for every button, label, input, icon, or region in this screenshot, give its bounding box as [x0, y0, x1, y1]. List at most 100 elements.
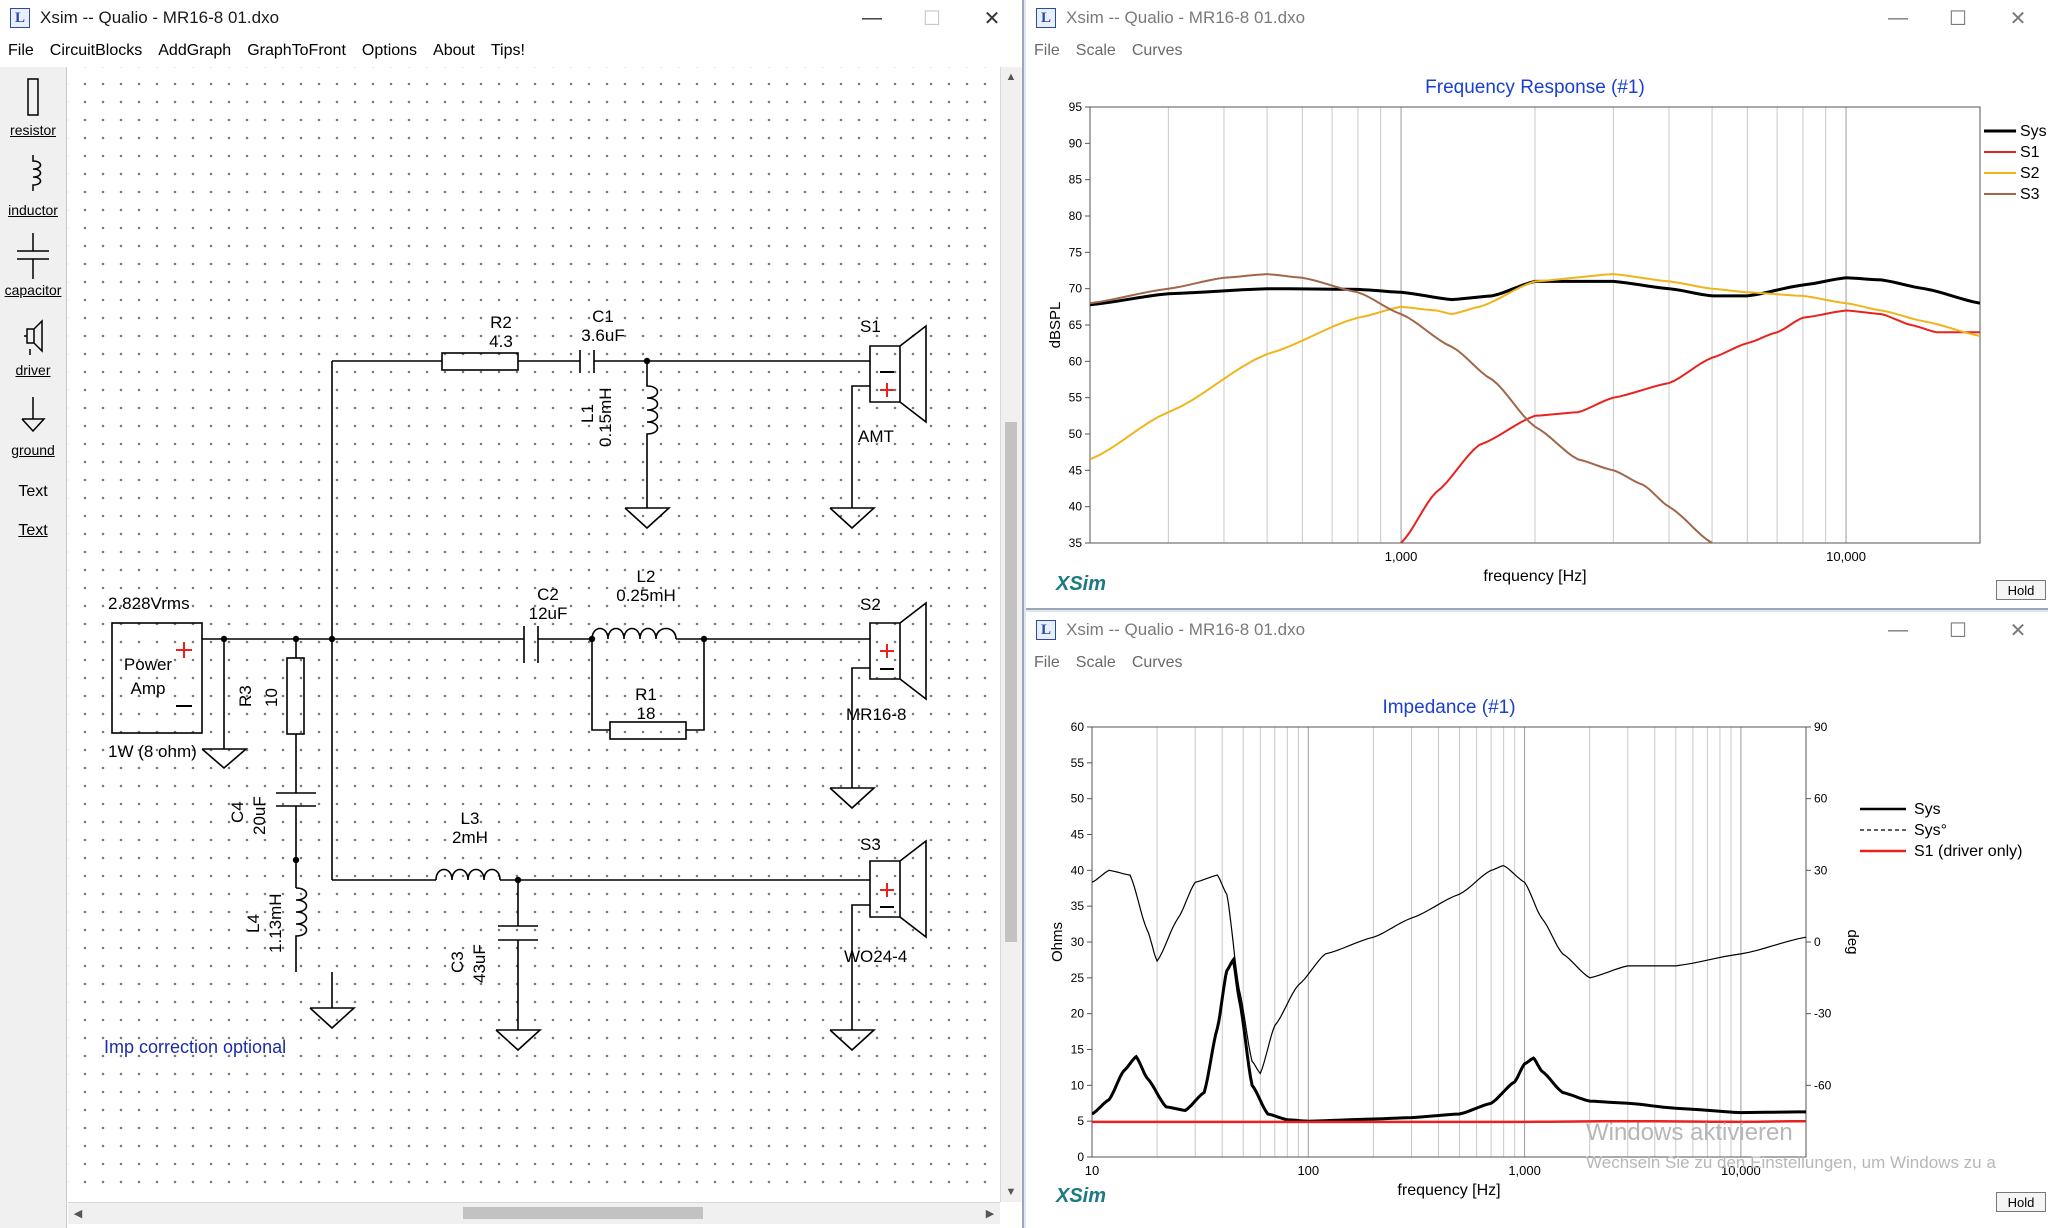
tool-resistor[interactable]: resistor — [0, 75, 66, 138]
component-toolbar: resistor inductor capacitor driver groun… — [0, 67, 67, 1228]
y-tick-label: 5 — [1077, 1114, 1084, 1128]
capacitor-icon — [17, 233, 49, 279]
tool-text-link[interactable]: Text — [18, 522, 48, 539]
maximize-icon[interactable]: ☐ — [1949, 619, 1967, 642]
menu-graphtofront[interactable]: GraphToFront — [247, 42, 346, 59]
minimize-icon[interactable]: — — [862, 6, 882, 29]
vertical-scrollbar[interactable]: ▲ ▼ — [1000, 67, 1022, 1202]
resistor-r1 — [609, 721, 687, 740]
schematic-window: L Xsim -- Qualio - MR16-8 01.dxo — ☐ ✕ F… — [0, 0, 1024, 1228]
tool-driver[interactable]: driver — [0, 315, 66, 378]
menu-file[interactable]: File — [1034, 42, 1060, 59]
menu-scale[interactable]: Scale — [1075, 654, 1116, 671]
menu-curves[interactable]: Curves — [1131, 42, 1183, 59]
menu-file[interactable]: File — [8, 42, 34, 59]
inductor-l2 — [591, 627, 677, 640]
vertical-scroll-thumb[interactable] — [1005, 422, 1017, 942]
y-tick-label: 40 — [1069, 500, 1083, 514]
minimize-icon[interactable]: — — [1888, 618, 1908, 641]
horizontal-scrollbar[interactable]: ◀ ▶ — [68, 1202, 1000, 1224]
x-tick-label: 1,000 — [1385, 549, 1418, 564]
plot-frame — [1089, 106, 1981, 544]
series-line-sys-phase — [1092, 864, 1806, 1075]
menu-about[interactable]: About — [433, 42, 475, 59]
y-tick-label: 65 — [1069, 318, 1083, 332]
menu-curves[interactable]: Curves — [1131, 654, 1183, 671]
scroll-left-icon[interactable]: ◀ — [73, 1207, 83, 1220]
scroll-right-icon[interactable]: ▶ — [985, 1207, 995, 1220]
x-tick-label: 10 — [1085, 1163, 1099, 1178]
menu-file[interactable]: File — [1034, 654, 1060, 671]
menu-circuitblocks[interactable]: CircuitBlocks — [49, 42, 143, 59]
close-icon[interactable]: ✕ — [2009, 7, 2027, 30]
window-title: Xsim -- Qualio - MR16-8 01.dxo — [40, 8, 280, 27]
hold-button[interactable]: Hold — [1996, 1192, 2046, 1212]
resistor-r2 — [441, 352, 519, 371]
ground-s3 — [829, 1029, 877, 1052]
legend-label: Sys — [2020, 123, 2047, 140]
y-tick-label: 60 — [1069, 354, 1083, 368]
inductor-l3 — [435, 868, 501, 881]
ground-icon — [21, 397, 46, 433]
x-tick-label: 10,000 — [1721, 1163, 1761, 1178]
minimize-icon[interactable]: — — [1888, 6, 1908, 29]
amp-spec: 1W (8 ohm) — [108, 742, 197, 761]
app-icon: L — [10, 8, 30, 28]
menu-bar: File CircuitBlocks AddGraph GraphToFront… — [0, 36, 1022, 66]
imp-titlebar[interactable]: L Xsim -- Qualio - MR16-8 01.dxo — ☐ ✕ — [1026, 612, 2048, 648]
impedance-window: L Xsim -- Qualio - MR16-8 01.dxo — ☐ ✕ F… — [1026, 612, 2048, 1228]
close-icon[interactable]: ✕ — [2009, 619, 2027, 642]
y-tick-label: 80 — [1069, 209, 1083, 223]
menu-scale[interactable]: Scale — [1075, 42, 1116, 59]
ground-l4 — [309, 972, 357, 1030]
tool-capacitor[interactable]: capacitor — [0, 233, 66, 298]
c3-name: C3 — [448, 951, 467, 973]
x-axis-label: frequency [Hz] — [1483, 568, 1586, 585]
tool-driver-label: driver — [15, 362, 51, 378]
frequency-response-window: L Xsim -- Qualio - MR16-8 01.dxo — ☐ ✕ F… — [1026, 0, 2048, 610]
driver-s1 — [869, 324, 927, 424]
schematic-titlebar[interactable]: L Xsim -- Qualio - MR16-8 01.dxo — ☐ ✕ — [0, 0, 1022, 36]
horizontal-scroll-thumb[interactable] — [463, 1207, 703, 1219]
ground-c3 — [495, 1029, 543, 1052]
l4-value: 1.13mH — [266, 893, 285, 953]
y-tick-label: 50 — [1069, 427, 1083, 441]
tool-capacitor-label: capacitor — [4, 282, 62, 298]
capacitor-c2 — [523, 626, 539, 663]
hold-button[interactable]: Hold — [1996, 580, 2046, 600]
maximize-icon[interactable]: ☐ — [923, 7, 941, 30]
tool-ground[interactable]: ground — [0, 395, 66, 458]
menu-tips[interactable]: Tips! — [490, 42, 525, 59]
resistor-r3 — [286, 657, 305, 735]
y-tick-label: 35 — [1071, 899, 1085, 913]
menu-options[interactable]: Options — [361, 42, 418, 59]
l1-label: L1 — [578, 404, 597, 423]
y-axis-label: Ohms — [1049, 922, 1066, 962]
freq-titlebar[interactable]: L Xsim -- Qualio - MR16-8 01.dxo — ☐ ✕ — [1026, 0, 2048, 36]
y-tick-label: 50 — [1071, 792, 1085, 806]
legend-label: S1 (driver only) — [1914, 843, 2022, 860]
y-tick-label: 15 — [1071, 1043, 1085, 1057]
tool-inductor[interactable]: inductor — [0, 153, 66, 218]
s2-model: MR16-8 — [846, 705, 907, 724]
tool-text-plain[interactable]: Text — [18, 483, 48, 500]
c4-name: C4 — [228, 801, 247, 823]
c4-value: 20uF — [250, 796, 269, 835]
xsim-logo: XSim — [1056, 1185, 1107, 1207]
y2-tick-label: 90 — [1814, 720, 1828, 734]
scroll-down-icon[interactable]: ▼ — [1005, 1186, 1017, 1198]
close-icon[interactable]: ✕ — [983, 7, 1001, 30]
maximize-icon[interactable]: ☐ — [1949, 7, 1967, 30]
driver-s2 — [869, 601, 927, 701]
scroll-up-icon[interactable]: ▲ — [1005, 71, 1017, 83]
menu-addgraph[interactable]: AddGraph — [158, 42, 232, 59]
tool-inductor-label: inductor — [8, 202, 58, 218]
